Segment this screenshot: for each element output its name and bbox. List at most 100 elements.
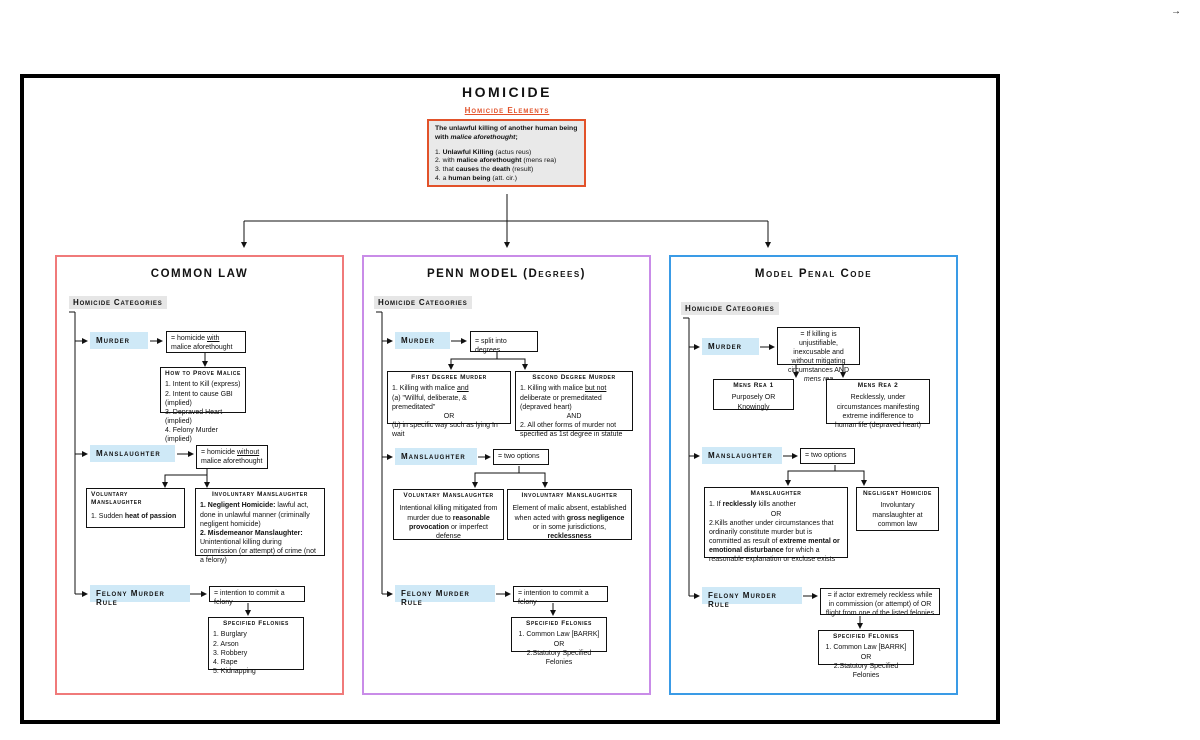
penn-murder-label: Murder [395,332,450,349]
mpc-mens-rea-1-box: Mens Rea 1 Purposely OR Knowingly [713,379,794,411]
penn-second-l2: AND [566,412,582,420]
penn-involuntary-title: Involuntary Manslaughter [521,492,618,499]
cl-murder-label: Murder [90,332,148,349]
mpc-negligent-title: Negligent Homicide [863,490,932,497]
list-item: 2. Arson [213,640,239,648]
list-item: 1. Common Law [BARRK] [518,631,600,639]
cl-involuntary-item-1: 1. Negligent Homicide: lawful act, done … [200,502,310,528]
list-item: 3. Robbery [213,649,248,657]
cl-prove-malice-box: How to Prove Malice 1. Intent to Kill (e… [160,367,246,443]
prove-malice-title: How to Prove Malice [165,370,241,377]
list-item: 3. Depraved Heart (implied) [165,408,223,425]
list-item: 2. Intent to cause GBI (implied) [165,390,233,407]
list-item: OR [860,653,872,661]
cl-manslaughter-definition: = homicide without malice aforethought [196,445,268,469]
penn-voluntary-box: Voluntary Manslaughter Intentional killi… [393,489,504,540]
list-item: 5. Kidnapping [213,667,256,675]
mpc-mans-l3: 2.Kills another under circumstances that… [709,519,840,563]
mpc-rea2-title: Mens Rea 2 [857,382,899,389]
list-item: 2.Statutory Specified Felonies [833,662,899,679]
mpc-felony-definition: = if actor extremely reckless while in c… [820,588,940,617]
diagram-frame [20,74,1000,724]
penn-first-l2: (a) "Willful, deliberate, & premeditated… [392,394,467,411]
element-item-2: 2. with malice aforethought (mens rea) [435,157,557,165]
definition-em: malice aforethought [450,133,516,141]
penn-involuntary-box: Involuntary Manslaughter Element of mali… [507,489,632,540]
list-item: 4. Rape [213,658,238,666]
penn-manslaughter-definition: = two options [493,449,549,465]
cl-involuntary-box: Involuntary Manslaughter 1. Negligent Ho… [195,488,325,564]
list-item: 1. Burglary [213,631,247,639]
list-item: 4. Felony Murder (implied) [165,426,218,443]
penn-first-degree-box: First Degree Murder 1. Killing with mali… [387,371,511,438]
definition-prefix: The unlawful killing of another human be… [435,125,578,141]
elements-label: Homicide Elements [400,106,614,115]
elements-definition-box: The unlawful killing of another human be… [427,119,586,187]
page-title: HOMICIDE [462,84,552,100]
mpc-title: Model Penal Code [754,268,873,280]
mpc-mans-l2: OR [770,510,782,518]
mpc-specified-felonies-box: Specified Felonies 1. Common Law [BARRK]… [818,630,914,679]
penn-second-l1: 1. Killing with malice but not deliberat… [520,385,607,411]
mpc-manslaughter-definition: = two options [800,448,855,464]
cl-involuntary-item-2: 2. Misdemeanor Manslaughter: Unintention… [200,529,316,564]
common-law-categories-label: Homicide Categories [69,296,167,309]
element-item-1: 1. Unlawful Killing (actus reus) [435,148,532,156]
mpc-mans-l1: 1. If recklessly kills another [709,501,796,509]
mpc-manslaughter-label: Manslaughter [702,447,782,464]
mpc-murder-definition: = If killing is unjustifiable, inexcusab… [777,327,860,383]
penn-felony-definition: = intention to commit a felony [513,586,608,606]
penn-manslaughter-label: Manslaughter [395,448,477,465]
mpc-negligent-text: Involuntary manslaughter at common law [872,502,923,528]
mpc-specified-title: Specified Felonies [833,633,899,640]
penn-murder-definition: = split into degrees [470,331,538,354]
list-item: OR [553,640,565,648]
cl-felony-label: Felony Murder Rule [90,585,190,607]
mpc-felony-label: Felony Murder Rule [702,587,802,609]
penn-model-panel [362,255,651,695]
mpc-rea2-text: Recklessly, under circumstances manifest… [835,394,921,429]
penn-voluntary-text: Intentional killing mitigated from murde… [399,505,498,540]
mpc-murder-label: Murder [702,338,759,355]
penn-voluntary-title: Voluntary Manslaughter [403,492,494,499]
list-item: 2.Statutory Specified Felonies [526,649,592,666]
penn-model-title: PENN MODEL (Degrees) [427,268,586,280]
mpc-negligent-box: Negligent Homicide Involuntary manslaugh… [856,487,939,531]
common-law-title: COMMON LAW [150,268,249,280]
elements-label-text: Homicide Elements [464,106,550,115]
cl-manslaughter-label: Manslaughter [90,445,175,462]
mpc-rea1-title: Mens Rea 1 [733,382,774,389]
mpc-categories-label: Homicide Categories [681,302,779,315]
cl-voluntary-title: Voluntary Manslaughter [91,491,142,507]
penn-first-title: First Degree Murder [411,374,487,381]
cl-felony-definition: = intention to commit a felony [209,586,305,606]
cl-involuntary-title: Involuntary Manslaughter [212,491,308,498]
penn-second-title: Second Degree Murder [532,374,616,381]
penn-first-l3: OR [443,412,455,420]
penn-involuntary-text: Element of malic absent, established whe… [512,505,627,540]
penn-categories-label: Homicide Categories [374,296,472,309]
corner-arrow-icon: → [1171,6,1181,17]
mpc-mens-rea-2-box: Mens Rea 2 Recklessly, under circumstanc… [826,379,930,429]
mpc-panel [669,255,958,695]
cl-specified-title: Specified Felonies [223,620,289,627]
penn-second-l3: 2. All other forms of murder not specifi… [520,421,623,438]
definition-text: The unlawful killing of another human be… [435,125,578,143]
element-item-4: 4. a human being (att. cir.) [435,175,517,183]
penn-second-degree-box: Second Degree Murder 1. Killing with mal… [515,371,633,438]
penn-first-l4: (b) in specific way such as lying In wai… [392,421,498,438]
penn-specified-felonies-box: Specified Felonies 1. Common Law [BARRK]… [511,617,607,666]
cl-voluntary-text: 1. Sudden heat of passion [91,512,177,520]
mpc-rea1-text: Purposely OR Knowingly [731,394,776,411]
list-item: 1. Intent to Kill (express) [165,381,241,389]
cl-voluntary-box: Voluntary Manslaughter 1. Sudden heat of… [86,488,185,528]
list-item: 1. Common Law [BARRK] [825,644,907,652]
definition-suffix: ; [515,133,518,141]
mpc-manslaughter-box: Manslaughter 1. If recklessly kills anot… [704,487,848,563]
mpc-mans-title: Manslaughter [750,490,802,497]
common-law-panel [55,255,344,695]
penn-first-l1: 1. Killing with malice and [392,385,469,393]
cl-specified-felonies-box: Specified Felonies 1. Burglary 2. Arson … [208,617,304,675]
cl-murder-definition: = homicide with malice aforethought [166,331,246,353]
